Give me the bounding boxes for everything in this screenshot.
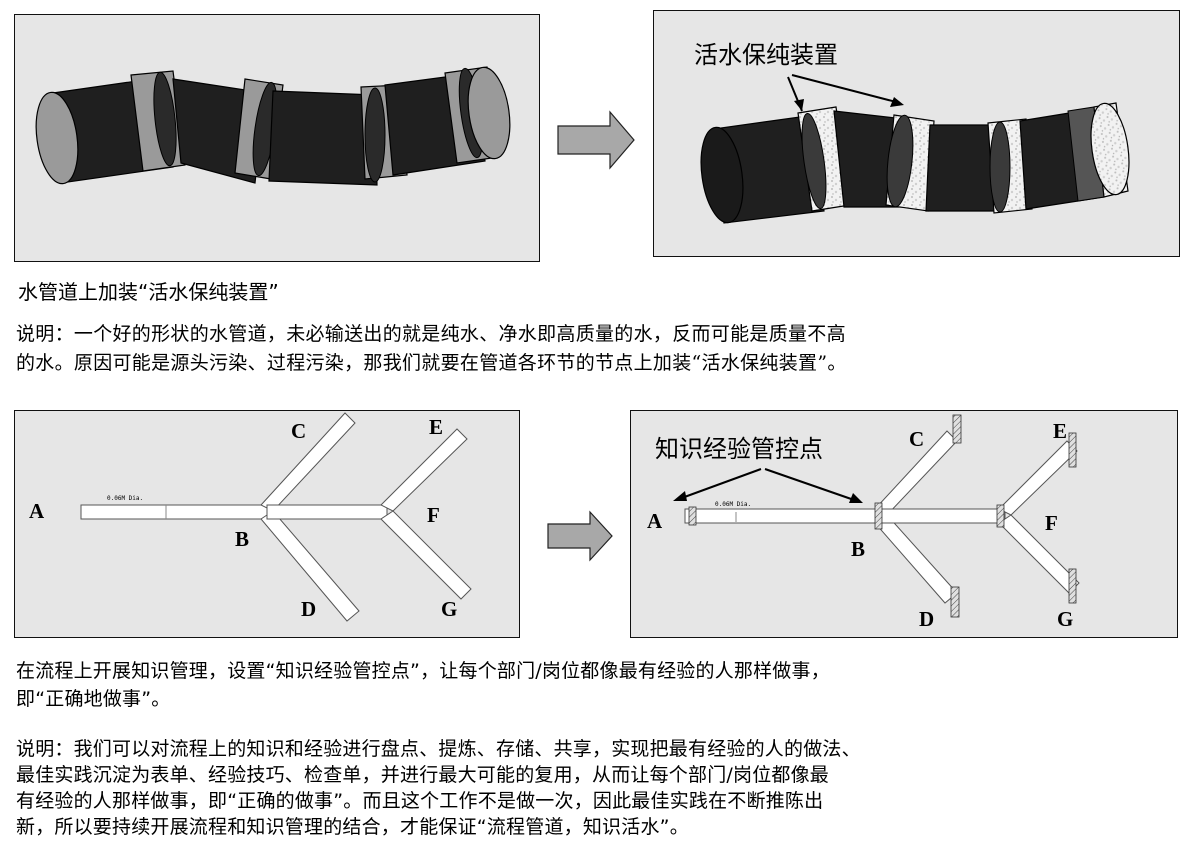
node-a: A [29,499,45,523]
node-a-2: A [647,509,663,533]
bottom-explanation-line-4: 新，所以要持续开展流程和知识管理的结合，才能保证“流程管道，知识活水”。 [16,816,689,838]
bottom-explanation-line-1: 说明：我们可以对流程上的知识和经验进行盘点、提炼、存储、共享，实现把最有经验的人… [16,738,861,760]
process-pipe-illustration [80,412,472,622]
top-explanation-line-2: 的水。原因可能是源头污染、过程污染，那我们就要在管道各环节的节点上加装“活水保纯… [16,352,847,374]
bottom-explanation-line-2: 最佳实践沉淀为表单、经验技巧、检查单，并进行最大可能的复用，从而让每个部门/岗位… [16,764,830,786]
control-point-illustration [673,414,1080,618]
bottom-caption-line-2: 即“正确地做事”。 [16,688,171,710]
process-pipe-panel: 0.06M Dia. A B C D E F G [14,410,520,638]
control-point-markers [688,414,1077,618]
node-f: F [427,503,440,527]
control-point-label: 知识经验管控点 [655,435,823,463]
node-e: E [429,415,444,439]
node-f-2: F [1045,511,1058,535]
node-g: G [441,597,458,621]
bottom-explanation-line-3: 有经验的人那样做事，即“正确的做事”。而且这个工作不是做一次，因此最佳实践在不断… [16,790,824,812]
top-caption: 水管道上加装“活水保纯装置” [18,280,279,304]
node-b-2: B [851,537,866,561]
device-pipe-illustration [700,74,1130,224]
control-point-panel: 知识经验管控点 0.06M Dia. A B C D E F G [630,410,1178,638]
plain-pipe-panel [14,14,540,262]
device-label: 活水保纯装置 [694,41,838,69]
plain-pipe-illustration [35,66,511,186]
bottom-caption-line-1: 在流程上开展知识管理，设置“知识经验管控点”，让每个部门/岗位都像最有经验的人那… [16,660,830,682]
device-pipe-panel: 活水保纯装置 [653,10,1180,257]
node-c-2: C [909,427,925,451]
node-d: D [301,597,317,621]
node-c: C [291,419,307,443]
node-b: B [235,527,250,551]
pipe-dia-label-2: 0.06M Dia. [715,501,752,508]
node-g-2: G [1057,607,1074,631]
node-e-2: E [1053,419,1068,443]
pipe-dia-label: 0.06M Dia. [107,495,144,502]
node-d-2: D [919,607,935,631]
top-explanation-line-1: 说明：一个好的形状的水管道，未必输送出的就是纯水、净水即高质量的水，反而可能是质… [16,323,846,345]
